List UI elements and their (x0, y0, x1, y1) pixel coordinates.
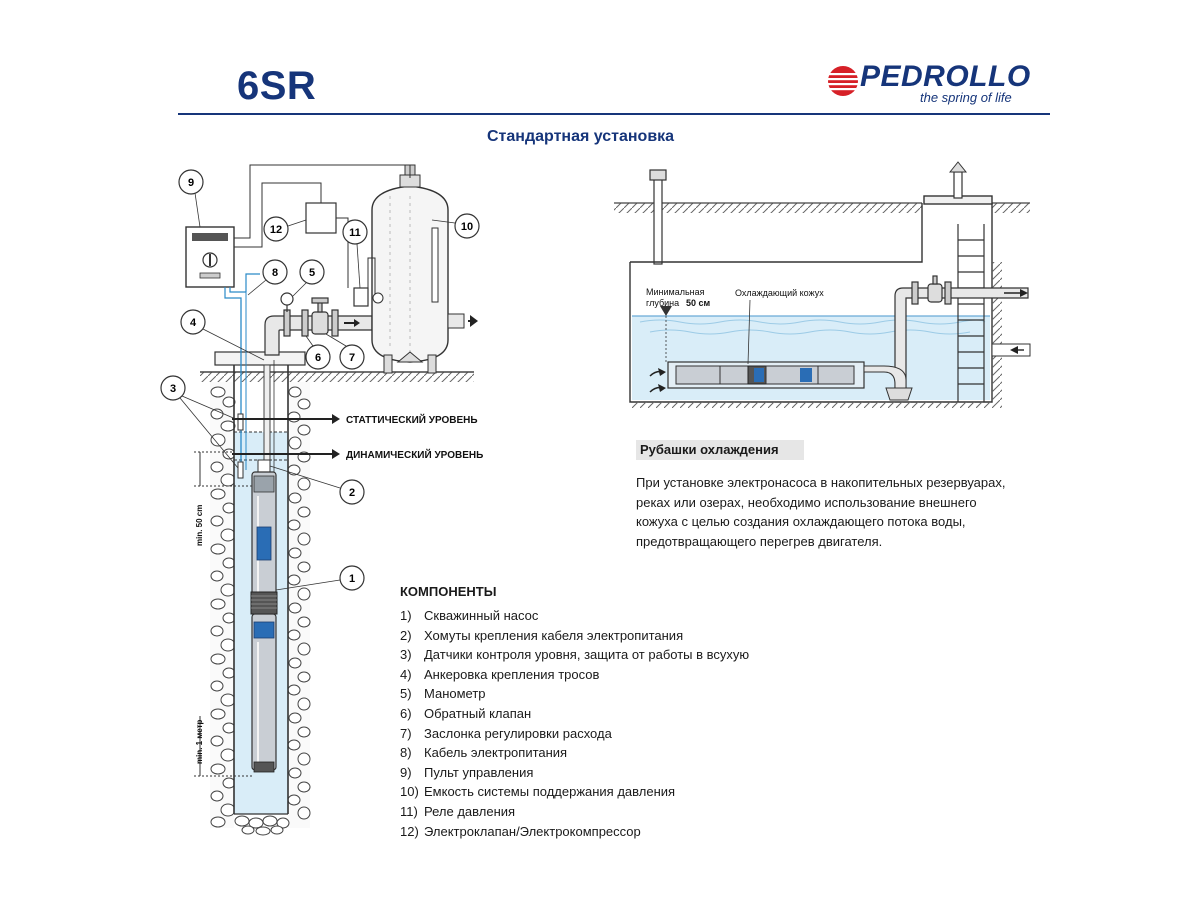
tank-discharge-pipe (894, 275, 1029, 389)
well-head-plate (214, 351, 306, 366)
inlet-arrow (1010, 346, 1018, 354)
cooling-heading: Рубашки охлаждения (636, 440, 804, 460)
list-item: 7)Заслонка регулировки расхода (400, 725, 612, 741)
callout-1: 1 (339, 565, 365, 591)
pressure-tank (371, 164, 465, 374)
ladder (957, 224, 985, 402)
wiring (234, 164, 411, 294)
tank-outlet-arrow (470, 315, 478, 327)
list-item: 11)Реле давления (400, 803, 516, 819)
gravel-wall-right (287, 382, 311, 828)
pressure-gauge (280, 292, 294, 306)
well-installation: СТАТТИЧЕСКИЙ УРОВЕНЬ ДИНАМИЧЕСКИЙ УРОВЕН… (160, 164, 483, 836)
callout-2: 2 (339, 479, 365, 505)
min-depth-value: 50 см (686, 298, 711, 308)
model-title: 6SR (237, 64, 317, 108)
components-list: 1)Скважинный насос 2)Хомуты крепления ка… (400, 606, 749, 841)
flow-direction-arrow (354, 319, 360, 327)
svg-text:2: 2 (349, 487, 355, 499)
cooling-line: реках или озерах, необходимо использован… (636, 494, 977, 510)
cooling-jacket-pump (667, 361, 913, 401)
callout-12: 12 (263, 216, 289, 242)
tank-ground (614, 203, 922, 213)
callouts: 9 12 11 10 8 5 4 6 7 3 2 1 (160, 169, 480, 591)
discharge-piping (264, 292, 373, 356)
list-item: 5)Манометр (400, 686, 486, 702)
cooling-jacket-label: Охлаждающий кожух (735, 288, 824, 298)
brand-name: PEDROLLO (860, 60, 1031, 93)
svg-text:6: 6 (315, 352, 321, 364)
callout-4: 4 (180, 309, 206, 335)
svg-text:3: 3 (170, 383, 176, 395)
min-depth-line2: глубина (646, 298, 679, 308)
pedrollo-logo-icon (828, 66, 858, 96)
min-50-label: min. 50 cm (195, 505, 204, 546)
callout-8: 8 (262, 259, 288, 285)
cooling-line: предотвращающего перегрев двигателя. (636, 533, 883, 549)
submersible-pump (250, 459, 278, 773)
vent-pipe (653, 177, 663, 265)
svg-text:9: 9 (188, 177, 194, 189)
callout-5: 5 (299, 259, 325, 285)
cooling-line: кожуха с целью создания охлаждающего пот… (636, 514, 966, 529)
callout-10: 10 (454, 213, 480, 239)
brand-tagline: the spring of life (920, 90, 1012, 105)
list-item: 6)Обратный клапан (400, 705, 532, 721)
callout-3: 3 (160, 375, 186, 401)
dimension-min-1m (194, 716, 252, 777)
svg-text:7: 7 (349, 352, 355, 364)
svg-text:10: 10 (461, 221, 473, 233)
gravel-floor (234, 815, 290, 836)
svg-text:11: 11 (349, 227, 361, 239)
static-level-label: СТАТТИЧЕСКИЙ УРОВЕНЬ (346, 413, 478, 426)
callout-11: 11 (342, 219, 368, 245)
list-item: 9)Пульт управления (400, 764, 534, 780)
flow-valve (311, 311, 329, 335)
header-divider (178, 113, 1050, 115)
tank-installation: Минимальная глубина 50 см Охлаждающий ко… (614, 161, 1031, 408)
pressure-switch (353, 287, 369, 307)
electrovalve-box (305, 202, 337, 234)
svg-text:8: 8 (272, 267, 278, 279)
list-item: 1)Скважинный насос (400, 608, 539, 623)
callout-6: 6 (305, 344, 331, 370)
components-heading: КОМПОНЕНТЫ (400, 584, 497, 599)
page-subtitle: Стандартная установка (487, 128, 675, 145)
callout-9: 9 (178, 169, 204, 195)
ground-surface (200, 372, 474, 382)
level-sensor-top (237, 413, 244, 431)
list-item: 4)Анкеровка крепления тросов (400, 666, 600, 682)
list-item: 8)Кабель электропитания (400, 745, 568, 761)
dimension-min-50 (194, 451, 252, 487)
list-item: 12)Электроклапан/Электрокомпрессор (400, 823, 641, 839)
control-panel (185, 226, 235, 288)
min-1m-label: min. 1 метр (195, 719, 204, 764)
svg-text:4: 4 (190, 317, 197, 329)
min-depth-line1: Минимальная (646, 287, 705, 297)
dynamic-level-label: ДИНАМИЧЕСКИЙ УРОВЕНЬ (346, 448, 483, 461)
brand-logo: PEDROLLO the spring of life (826, 60, 1030, 110)
list-item: 10)Емкость системы поддержания давления (400, 784, 676, 800)
callout-7: 7 (339, 344, 365, 370)
svg-text:5: 5 (309, 267, 315, 279)
list-item: 3)Датчики контроля уровня, защита от раб… (400, 647, 750, 663)
level-sensor-bottom (237, 461, 244, 479)
svg-text:1: 1 (349, 573, 355, 585)
svg-text:12: 12 (270, 224, 282, 236)
gravel-wall-left (210, 382, 236, 828)
cooling-description: При установке электронасоса в накопитель… (636, 473, 1018, 551)
list-item: 2)Хомуты крепления кабеля электропитания (400, 627, 684, 643)
min-depth-marker (660, 306, 672, 316)
cooling-line: При установке электронасоса в накопитель… (636, 475, 1006, 490)
